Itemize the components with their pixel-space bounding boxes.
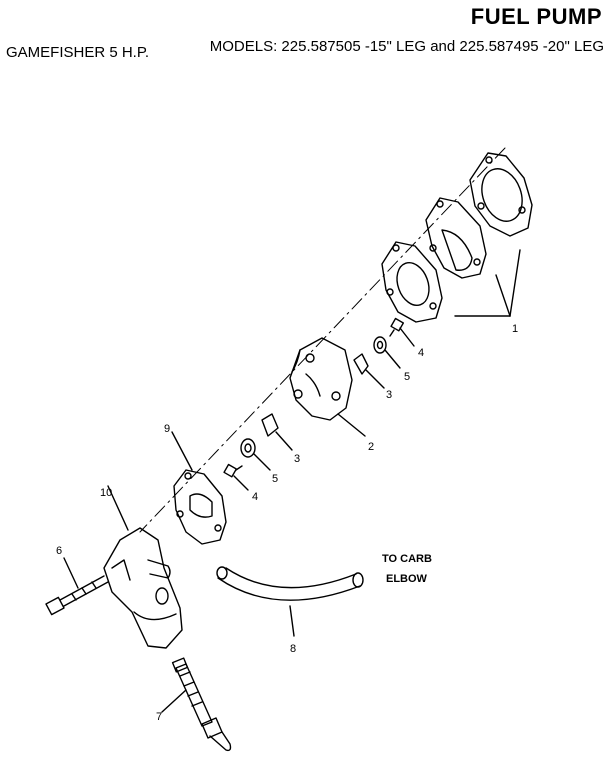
valve-3-upper [353,353,369,375]
gasket-1-top [469,152,533,237]
callout-2: 2 [368,441,374,453]
center-axis-line [139,147,506,533]
valve-3-lower [261,413,279,437]
gasket-1-lower [381,241,443,323]
callout-5-lower: 5 [272,473,278,485]
pump-body-2 [289,337,353,421]
brand-label: GAMEFISHER 5 H.P. [6,44,150,61]
page-title: FUEL PUMP [470,4,602,29]
note-to-carb-line2: ELBOW [386,573,428,585]
models-label: MODELS: 225.587505 -15" LEG and 225.5874… [209,38,604,55]
pump-cover-10 [103,527,183,649]
callout-7: 7 [156,711,162,723]
washer-5-upper [373,336,387,354]
gasket-9 [173,469,227,545]
fitting-7 [171,657,232,752]
gasket-1-middle [425,197,487,279]
callout-6: 6 [56,545,62,557]
callout-3-upper: 3 [386,389,392,401]
callout-4-upper: 4 [418,347,424,359]
callout-1: 1 [512,323,518,335]
screw-6 [45,575,109,616]
screw-4-lower [223,463,243,478]
fuel-hose-8 [216,566,364,601]
washer-5-lower [240,438,256,458]
note-to-carb-line1: TO CARB [382,553,432,565]
callout-5-upper: 5 [404,371,410,383]
callout-4-lower: 4 [252,491,258,503]
callout-3-lower: 3 [294,453,300,465]
callout-8: 8 [290,643,296,655]
callout-10: 10 [100,487,112,499]
callout-9: 9 [164,423,170,435]
screw-4-upper [389,317,405,337]
